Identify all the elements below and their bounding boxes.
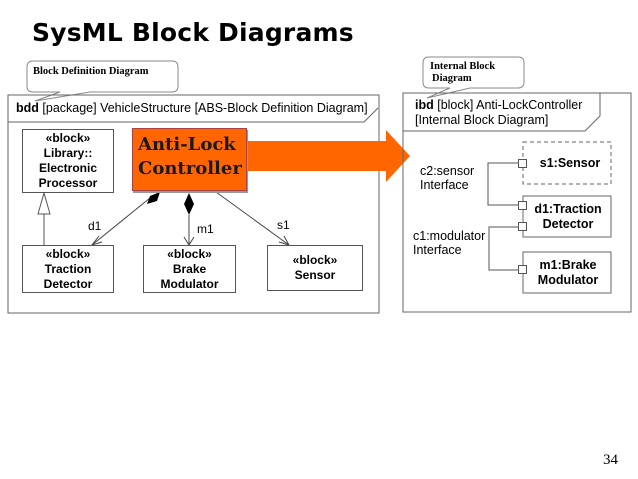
connector-c1-type: Interface: [413, 243, 462, 257]
port-d1-modulator[interactable]: [518, 222, 527, 231]
ibd-part-m1-brake-modulator[interactable]: m1:Brake Modulator: [526, 253, 610, 292]
bdd-callout-bubble: [26, 60, 179, 102]
block-name-line: Detector: [43, 276, 93, 291]
block-name-line: Brake: [172, 261, 207, 276]
anti-lock-controller-line2: Controller: [138, 158, 242, 179]
part-name-line: Modulator: [537, 272, 599, 287]
association-s1-line: [215, 191, 290, 246]
anti-lock-controller-line1: Anti-Lock: [138, 134, 236, 155]
ibd-frame-header: ibd [block] Anti-LockController [Interna…: [415, 98, 582, 128]
generalization-arrowhead: [37, 191, 51, 215]
port-m1-modulator[interactable]: [518, 265, 527, 274]
ibd-part-d1-traction-detector[interactable]: d1:Traction Detector: [526, 197, 610, 236]
ibd-keyword: ibd: [415, 98, 434, 112]
connector-c1-name: c1:modulator: [413, 229, 486, 243]
composition-m1-diamond: [184, 193, 194, 215]
ibd-frame: [402, 92, 632, 313]
block-electronic-processor[interactable]: «block» Library:: Electronic Processor: [22, 129, 114, 193]
block-name-line: Traction: [44, 261, 92, 276]
part-name: s1:Sensor: [539, 155, 601, 170]
part-name-line: m1:Brake: [539, 257, 597, 272]
slide-title: SysML Block Diagrams: [32, 18, 354, 47]
connector-c2-name: c2:sensor: [420, 164, 475, 178]
port-d1-sensor[interactable]: [518, 201, 527, 210]
block-sensor[interactable]: «block» Sensor: [267, 245, 363, 291]
block-name-line: Sensor: [294, 268, 336, 282]
connector-c2: [487, 162, 518, 206]
block-stereotype: «block»: [167, 246, 212, 261]
block-name-line: Library::: [43, 146, 93, 160]
part-name-line: Detector: [542, 216, 594, 231]
role-label-m1: m1: [197, 222, 214, 236]
bdd-keyword: bdd: [16, 101, 39, 115]
block-name-line: Modulator: [160, 276, 219, 291]
composition-d1-line: [91, 197, 151, 246]
page-number: 34: [603, 452, 618, 468]
bdd-header-text: [package] VehicleStructure [ABS-Block De…: [38, 101, 368, 115]
block-stereotype: «block»: [45, 246, 91, 261]
ibd-header-line2: [Internal Block Diagram]: [415, 113, 549, 127]
block-stereotype: «block»: [292, 253, 338, 267]
connector-c2-type: Interface: [420, 178, 469, 192]
ibd-header-text: [block] Anti-LockController: [433, 98, 583, 112]
block-traction-detector[interactable]: «block» Traction Detector: [22, 245, 114, 293]
ibd-frame-header-notch: [403, 93, 601, 132]
block-brake-modulator[interactable]: «block» Brake Modulator: [143, 245, 236, 293]
ibd-part-s1-sensor[interactable]: s1:Sensor: [530, 146, 610, 180]
ibd-callout-line2: Diagram: [432, 73, 472, 84]
ibd-callout-text: Internal Block Diagram: [430, 61, 495, 85]
port-s1-sensor[interactable]: [518, 159, 527, 168]
role-label-s1: s1: [277, 218, 290, 232]
anti-lock-controller-block[interactable]: Anti-Lock Controller: [132, 128, 247, 191]
bdd-frame: [7, 94, 380, 314]
ibd-callout-line1: Internal Block: [430, 61, 496, 72]
block-stereotype: «block»: [45, 131, 91, 145]
connector-label-c1: c1:modulator Interface: [413, 229, 485, 257]
block-name-line: Processor: [38, 176, 98, 190]
block-name-line: Electronic: [38, 161, 98, 175]
part-name-line: d1:Traction: [534, 201, 602, 216]
composition-d1-diamond: [147, 192, 160, 204]
connector-c1: [488, 226, 518, 271]
connector-label-c2: c2:sensor Interface: [420, 164, 474, 192]
bdd-frame-header-notch: [8, 107, 379, 123]
bdd-frame-header: bdd [package] VehicleStructure [ABS-Bloc…: [16, 101, 368, 116]
bdd-callout-text: Block Definition Diagram: [33, 66, 149, 77]
orange-arrow: [247, 130, 410, 182]
role-label-d1: d1: [88, 219, 102, 233]
